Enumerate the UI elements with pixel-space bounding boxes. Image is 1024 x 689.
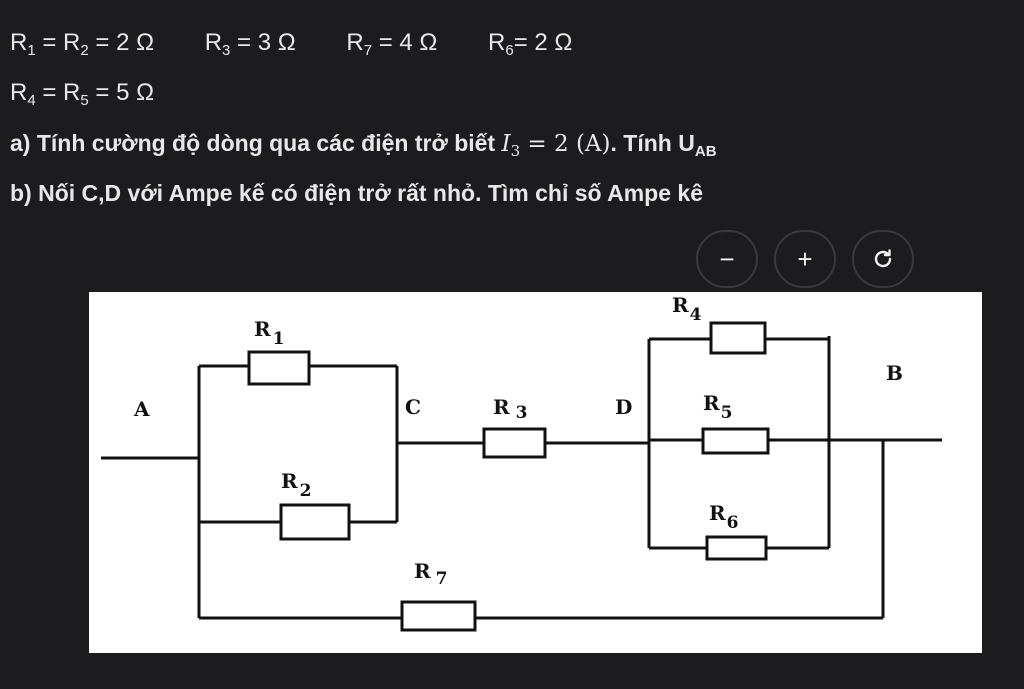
zoom-out-button[interactable]: − xyxy=(696,230,758,288)
resistor-r5 xyxy=(701,427,770,455)
eq-r1-r2: R1 = R2 = 2 Ω xyxy=(10,29,155,59)
resistor-r6 xyxy=(705,535,768,561)
resistor-values-line-1: R1 = R2 = 2 Ω R3 = 3 Ω R7 = 4 Ω R6= 2 Ω xyxy=(10,18,1010,68)
label-node-d: D xyxy=(615,395,632,419)
label-r6: R6 xyxy=(709,501,738,533)
zoom-in-button[interactable]: + xyxy=(774,230,836,288)
label-node-b: B xyxy=(886,361,903,385)
question-part-a: a) Tính cường độ dòng qua các điện trở b… xyxy=(10,130,717,160)
eq-r3: R3 = 3 Ω xyxy=(204,29,296,59)
minus-icon: − xyxy=(719,243,735,274)
resistor-r1 xyxy=(247,350,311,386)
refresh-icon xyxy=(871,247,895,271)
resistor-values-line-2: R4 = R5 = 5 Ω xyxy=(10,68,1010,118)
reset-button[interactable] xyxy=(852,230,914,288)
label-r4: R4 xyxy=(672,293,702,325)
problem-text: R1 = R2 = 2 Ω R3 = 3 Ω R7 = 4 Ω R6= 2 Ω … xyxy=(10,18,1010,218)
math-i3: I3 = 2 (A) xyxy=(501,131,611,160)
label-r5: R5 xyxy=(703,391,732,423)
label-node-a: A xyxy=(133,397,150,421)
eq-r4-r5: R4 = R5 = 5 Ω xyxy=(10,79,155,109)
label-node-c: C xyxy=(405,395,421,419)
resistor-r7 xyxy=(400,600,477,632)
plus-icon: + xyxy=(797,243,813,274)
eq-r7: R7 = 4 Ω xyxy=(346,29,438,59)
resistor-r3 xyxy=(482,427,547,459)
circuit-wires xyxy=(101,336,942,620)
eq-r6: R6= 2 Ω xyxy=(488,29,573,59)
resistor-r4 xyxy=(709,321,767,355)
resistor-r2 xyxy=(279,503,351,541)
question-part-b: b) Nối C,D với Ampe kế có điện trở rất n… xyxy=(10,180,703,206)
